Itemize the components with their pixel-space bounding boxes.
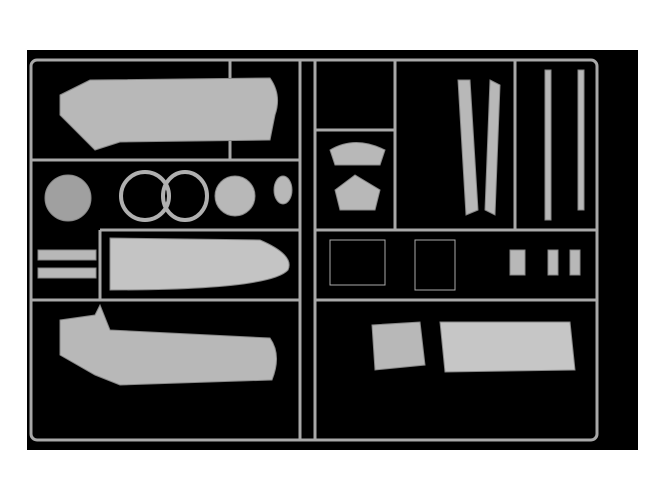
strut-part-1 bbox=[457, 79, 479, 216]
dome-part bbox=[44, 174, 92, 222]
floor-part bbox=[439, 321, 576, 373]
block-part-3 bbox=[569, 249, 581, 276]
ring-part-right bbox=[161, 170, 209, 222]
sprue-frame bbox=[29, 58, 599, 442]
fuselage-half-bottom bbox=[59, 303, 277, 386]
strut-part-2 bbox=[484, 79, 501, 216]
block-part bbox=[509, 249, 526, 276]
cockpit-part bbox=[329, 142, 386, 166]
wing-part bbox=[109, 237, 290, 291]
small-parts-cluster-1 bbox=[329, 239, 386, 286]
ring-part-left bbox=[119, 170, 171, 222]
small-parts-cluster-2 bbox=[414, 239, 456, 291]
seat-part bbox=[334, 174, 381, 211]
small-bar-part-1 bbox=[37, 249, 97, 261]
disc-part bbox=[214, 175, 256, 217]
small-bar-part-2 bbox=[37, 267, 97, 279]
sprue-parts bbox=[37, 69, 585, 386]
rod-part-2 bbox=[577, 69, 585, 211]
rod-part-1 bbox=[544, 69, 552, 221]
panel-part bbox=[371, 321, 426, 371]
fuselage-half-top bbox=[59, 77, 279, 151]
small-oval-part bbox=[273, 175, 293, 205]
block-part-2 bbox=[547, 249, 559, 276]
